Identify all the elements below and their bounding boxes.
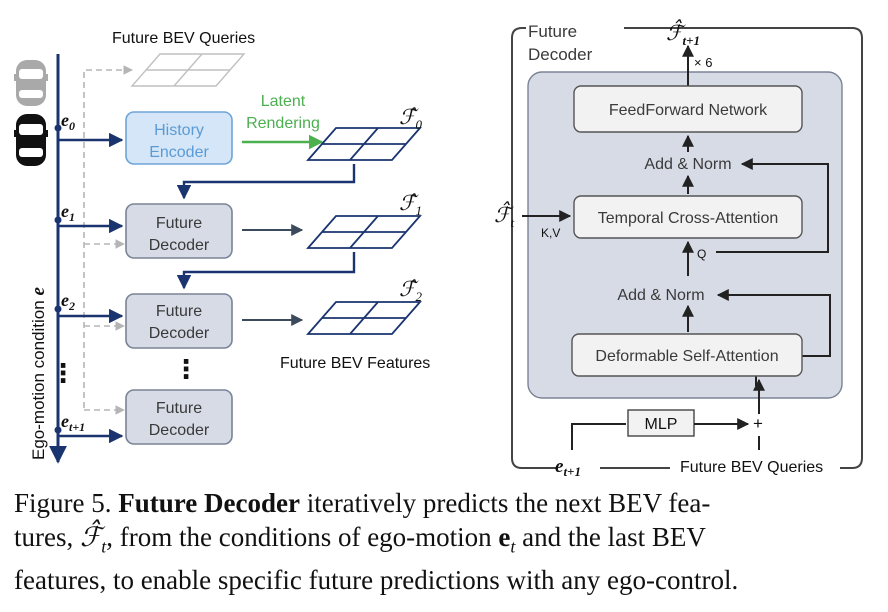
- latent-label-2: Rendering: [246, 115, 320, 132]
- caption-math-e: et: [498, 522, 516, 557]
- svg-text:Future: Future: [156, 400, 202, 417]
- add-norm-2: Add & Norm: [617, 287, 704, 304]
- future-bev-features-label: Future BEV Features: [280, 355, 430, 372]
- figure-caption: Figure 5. Future Decoder iteratively pre…: [14, 486, 880, 597]
- f-label-0: ℱ̂0: [399, 105, 423, 132]
- condition-arrows: [58, 132, 124, 444]
- q-label: Q: [697, 247, 706, 261]
- residual-arrow-1: [716, 158, 829, 253]
- svg-text:MLP: MLP: [645, 416, 678, 433]
- caption-line-1: Figure 5. Future Decoder iteratively pre…: [14, 488, 711, 518]
- future-bev-queries-label-right: Future BEV Queries: [680, 459, 823, 476]
- kv-label: K,V: [541, 226, 560, 240]
- ego-axis-label: Ego-motion condition e: [28, 287, 49, 460]
- caption-line-3: features, to enable specific future pred…: [14, 565, 739, 596]
- repeat-label: × 6: [694, 55, 712, 70]
- input-f-label: ℱ̂t: [494, 201, 515, 230]
- svg-text:Temporal Cross-Attention: Temporal Cross-Attention: [598, 210, 779, 227]
- output-f-label: ℱ̂t+1: [666, 19, 700, 48]
- svg-text:Ego-motion condition e: Ego-motion condition e: [28, 287, 49, 460]
- svg-text:e2: e2: [61, 290, 75, 313]
- bev-feature-grid-1: [306, 215, 422, 249]
- f-label-1: ℱ̂1: [399, 191, 422, 218]
- svg-text:Future: Future: [156, 303, 202, 320]
- future-decoder-box-t1: Future Decoder: [125, 389, 233, 445]
- e-label-t1: et+1: [54, 411, 85, 434]
- svg-text:Decoder: Decoder: [149, 237, 210, 254]
- latent-label-1: Latent: [261, 93, 306, 110]
- deformable-self-attention-box: Deformable Self-Attention: [571, 333, 803, 377]
- temporal-cross-attention-box: Temporal Cross-Attention: [573, 195, 803, 239]
- ego-car-grey-icon: [14, 60, 48, 106]
- ego-car-black-icon: [14, 114, 48, 166]
- outer-frame-right: [624, 27, 863, 469]
- e-t1-input-label: et+1: [555, 456, 581, 479]
- outer-frame-left: [511, 27, 556, 469]
- svg-text:Decoder: Decoder: [149, 325, 210, 342]
- svg-text:Future: Future: [156, 215, 202, 232]
- history-encoder-box: History Encoder: [125, 111, 233, 165]
- panel-title-1: Future: [528, 22, 577, 41]
- e-to-mlp: [571, 423, 626, 450]
- axis-ellipsis: ⋮: [50, 358, 76, 388]
- caption-line-2: tures, ℱ̂t, from the conditions of ego-m…: [14, 522, 706, 557]
- future-bev-queries-label-left: Future BEV Queries: [112, 30, 255, 47]
- feedback-arrow-0: [176, 164, 356, 200]
- svg-text:Decoder: Decoder: [149, 422, 210, 439]
- bev-feature-grid-0: [306, 127, 422, 161]
- feedback-arrow-1: [176, 252, 356, 290]
- query-dashed-lines: [83, 65, 133, 415]
- svg-text:Deformable Self-Attention: Deformable Self-Attention: [595, 348, 778, 365]
- svg-text:History: History: [154, 122, 204, 139]
- caption-bold-title: Future Decoder: [118, 488, 300, 518]
- svg-text:Encoder: Encoder: [149, 144, 209, 161]
- svg-text:et+1: et+1: [61, 411, 85, 434]
- plus-symbol: +: [753, 414, 763, 433]
- svg-text:e1: e1: [61, 201, 75, 224]
- future-decoder-box-2: Future Decoder: [125, 293, 233, 349]
- e-label-0: e0: [54, 110, 75, 133]
- figure-canvas: Ego-motion condition e Future BEV Querie…: [14, 19, 863, 479]
- future-decoder-box-1: Future Decoder: [125, 203, 233, 259]
- svg-text:e0: e0: [61, 110, 75, 133]
- caption-math-f: ℱ̂t: [79, 522, 107, 557]
- e-label-1: e1: [54, 201, 75, 224]
- f-label-2: ℱ̂2: [399, 277, 423, 304]
- add-norm-1: Add & Norm: [644, 156, 731, 173]
- ffn-box: FeedForward Network: [573, 85, 803, 133]
- bev-feature-grid-2: [306, 301, 422, 335]
- future-bev-queries-grid: [130, 53, 246, 87]
- svg-text:FeedForward Network: FeedForward Network: [609, 102, 768, 119]
- mlp-box: MLP: [627, 409, 695, 437]
- decoder-ellipsis: ⋮: [173, 354, 199, 384]
- e-label-2: e2: [54, 290, 75, 313]
- panel-title-2: Decoder: [528, 45, 593, 64]
